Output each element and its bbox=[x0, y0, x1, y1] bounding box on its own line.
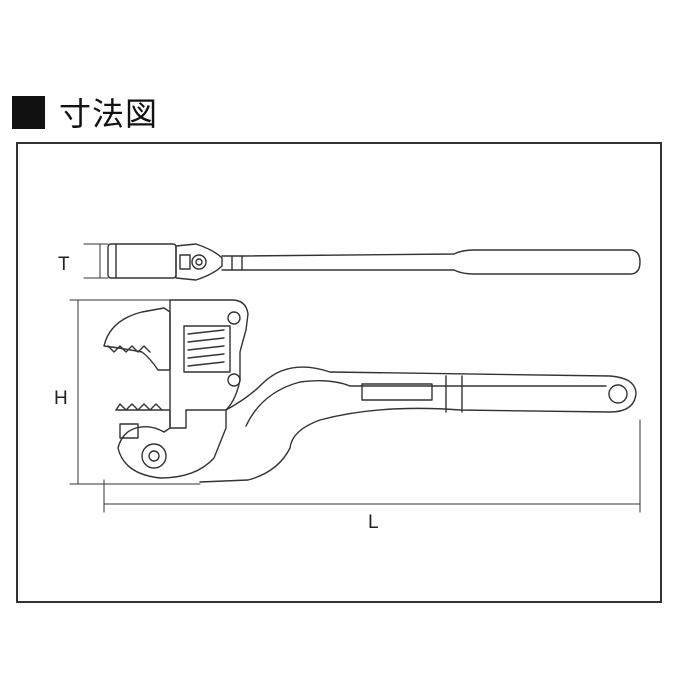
section-heading: 寸法図 bbox=[12, 90, 158, 134]
length-label: L bbox=[368, 512, 379, 533]
thickness-label: T bbox=[58, 254, 70, 275]
drawing-frame bbox=[16, 142, 662, 603]
height-label: H bbox=[54, 388, 68, 409]
wrench-side-view bbox=[103, 299, 637, 483]
heading-title: 寸法図 bbox=[59, 95, 159, 133]
wrench-top-view bbox=[107, 243, 641, 281]
heading-square-bullet bbox=[12, 95, 45, 129]
dimension-lines bbox=[69, 243, 641, 513]
